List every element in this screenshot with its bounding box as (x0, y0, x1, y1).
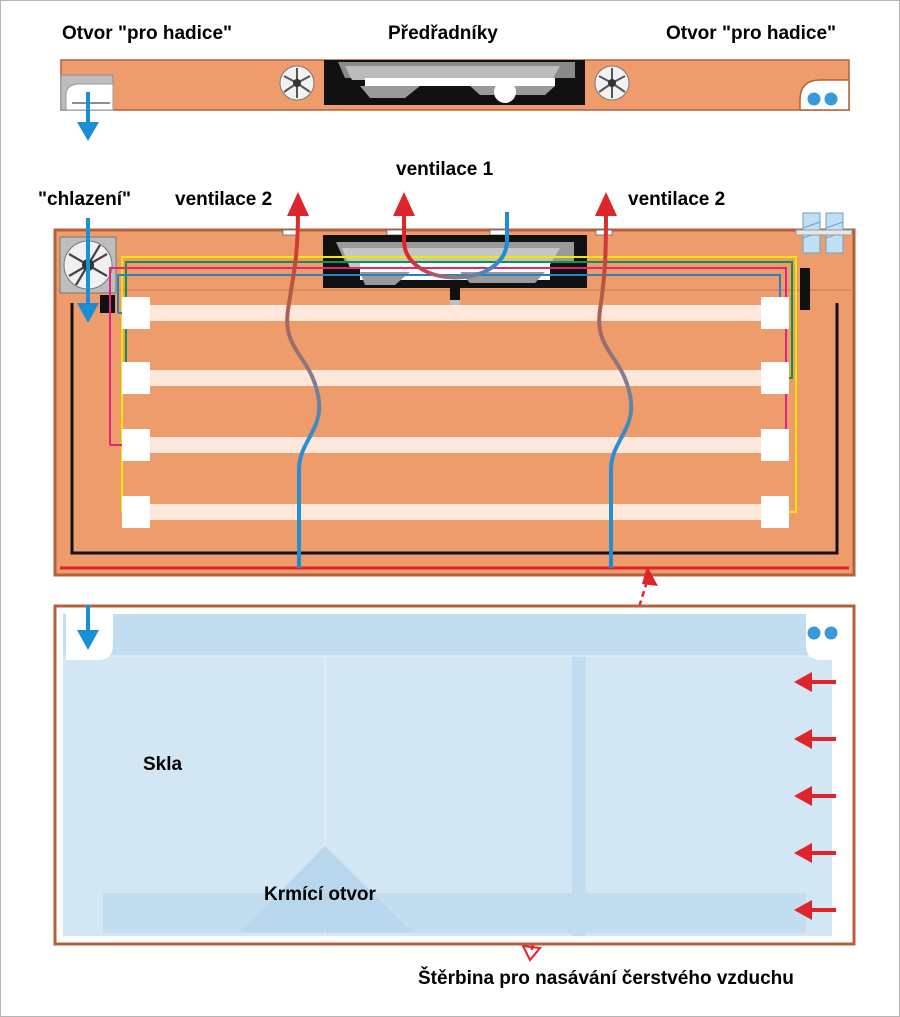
feeding-opening (240, 846, 412, 932)
inlet-arrow-icon (794, 900, 836, 920)
label-hose-opening-left: Otvor "pro hadice" (62, 23, 233, 44)
tube-socket (122, 362, 150, 394)
air-flow-right (595, 192, 634, 568)
warm-air-arrow-icon (287, 192, 309, 216)
air-flow-center (393, 192, 509, 280)
label-hose-opening-right: Otvor "pro hadice" (666, 23, 837, 44)
inlet-arrow-icon (794, 729, 836, 749)
fan-icon (594, 65, 630, 101)
fluorescent-tube (148, 370, 763, 386)
inlet-arrow-icon (794, 672, 836, 692)
label-ballasts: Předřadníky (388, 23, 498, 44)
fan-icon (279, 65, 315, 101)
inlet-slot (832, 660, 846, 936)
tube-socket (122, 429, 150, 461)
end-cap (100, 295, 115, 313)
fan-icon (494, 81, 516, 103)
tube-socket (122, 297, 150, 329)
fluorescent-tubes (122, 297, 789, 528)
label-ventilation-1: ventilace 1 (396, 159, 494, 180)
cool-air-arrow-icon (77, 218, 99, 323)
fluorescent-tube (148, 305, 763, 321)
warm-air-arrow-icon (393, 192, 415, 216)
water-flow-arrow-icon (77, 605, 99, 650)
fluorescent-tube (148, 437, 763, 453)
water-flow-arrow-icon (77, 92, 99, 141)
tube-socket (761, 297, 789, 329)
inlet-arrow-icon (794, 786, 836, 806)
inlet-arrows (794, 672, 836, 920)
hose-hole-icon (806, 614, 846, 660)
hose-hole-icon (799, 79, 850, 111)
warm-air-arrow-icon (595, 192, 617, 216)
label-cooling: "chlazení" (38, 189, 131, 210)
label-ventilation-2-left: ventilace 2 (175, 189, 273, 210)
ballast-bay (324, 60, 585, 105)
tube-socket (122, 496, 150, 528)
glass-brace (572, 614, 586, 936)
tank-bottom-panel (53, 604, 856, 946)
label-glass: Skla (143, 754, 183, 775)
end-cap (800, 268, 810, 310)
hose-clip (795, 212, 853, 254)
label-fresh-air-slot: Štěrbina pro nasávání čerstvého vzduchu (418, 968, 794, 989)
lid-middle-panel (53, 192, 856, 962)
air-flow-left (285, 192, 322, 568)
tube-socket (761, 362, 789, 394)
tube-socket (761, 496, 789, 528)
tube-socket (761, 429, 789, 461)
label-feeding-opening: Krmící otvor (264, 884, 376, 905)
lid-top-panel (60, 59, 850, 141)
glass-area (63, 614, 846, 936)
inlet-arrow-icon (794, 843, 836, 863)
fluorescent-tube (148, 504, 763, 520)
label-ventilation-2-right: ventilace 2 (628, 189, 726, 210)
